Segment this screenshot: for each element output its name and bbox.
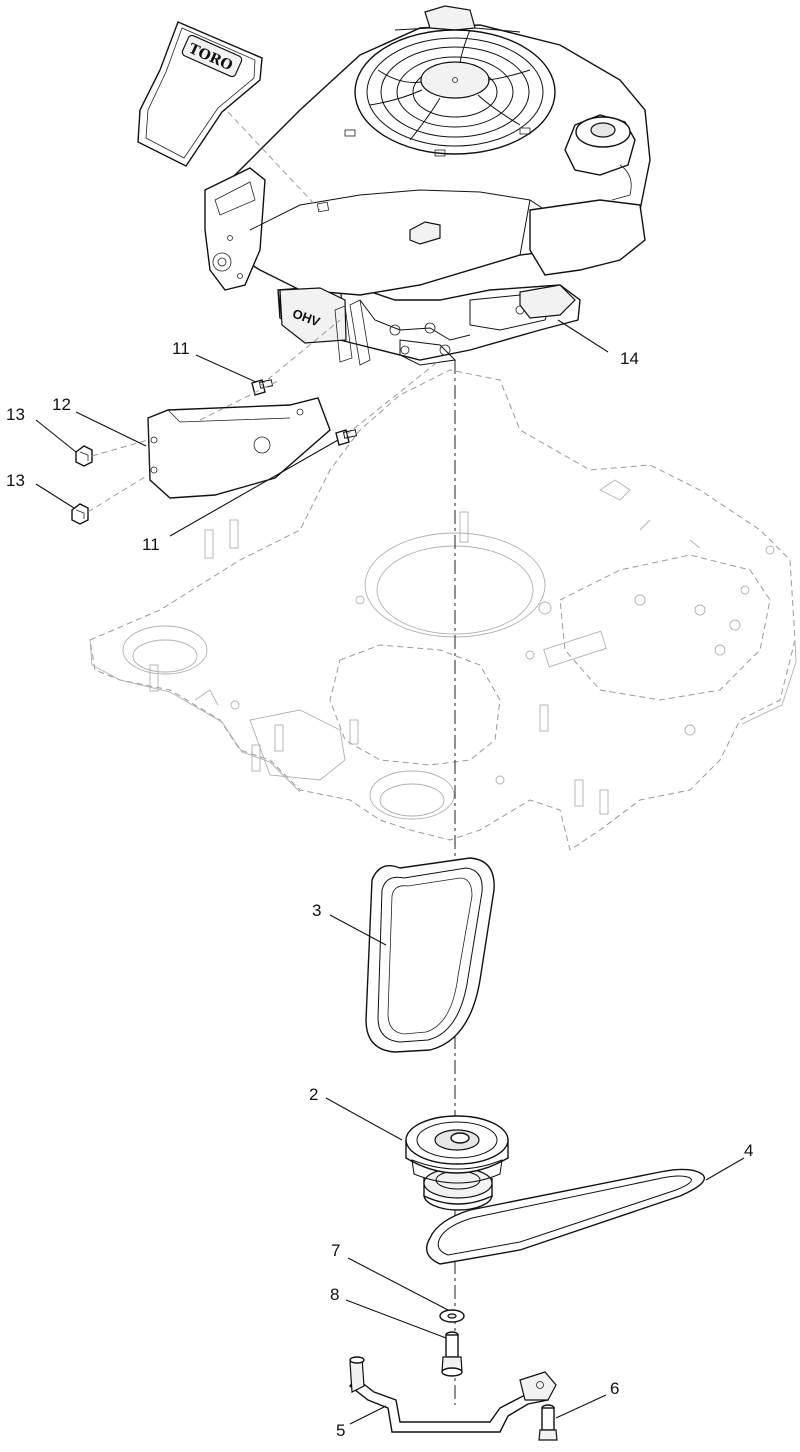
callout-4: 4 [744, 1141, 753, 1160]
traction-belt [365, 857, 495, 1053]
callout-13-upper: 13 [6, 405, 25, 424]
callout-numbers: 11 14 12 13 13 11 3 2 4 7 8 6 5 [6, 339, 753, 1440]
bolt-13-upper [75, 445, 93, 467]
callout-11-lower: 11 [142, 535, 160, 554]
ohv-badge: OHV [279, 287, 347, 344]
callout-2: 2 [309, 1085, 318, 1104]
callout-11-top: 11 [172, 339, 190, 358]
toro-shroud-decal: TORO [137, 21, 321, 211]
bolt-11-lower [335, 429, 358, 446]
drive-belt [426, 1168, 706, 1265]
engine-mounting-bracket [147, 397, 331, 499]
callout-12: 12 [52, 395, 71, 414]
washer [439, 1309, 465, 1323]
assembly-phantom-lines [87, 319, 441, 513]
shoulder-bolt [538, 1404, 558, 1441]
engine-part-14 [519, 284, 576, 319]
callout-leader-lines [35, 319, 745, 1425]
callout-8: 8 [330, 1285, 339, 1304]
callout-6: 6 [610, 1379, 619, 1398]
callout-13-lower: 13 [6, 471, 25, 490]
engine-pulley [405, 1115, 509, 1211]
callout-14: 14 [620, 349, 639, 368]
engine-assembly: OHV [204, 5, 651, 366]
bolt-13-lower [71, 503, 89, 525]
idler-bracket-rod [349, 1356, 557, 1433]
pulley-spacer [441, 1331, 463, 1377]
oil-fill-cap [564, 114, 636, 201]
callout-3: 3 [312, 901, 321, 920]
callout-5: 5 [336, 1421, 345, 1440]
fan-grille [344, 29, 556, 157]
mower-deck-frame-phantom [89, 369, 797, 851]
callout-7: 7 [331, 1241, 340, 1260]
